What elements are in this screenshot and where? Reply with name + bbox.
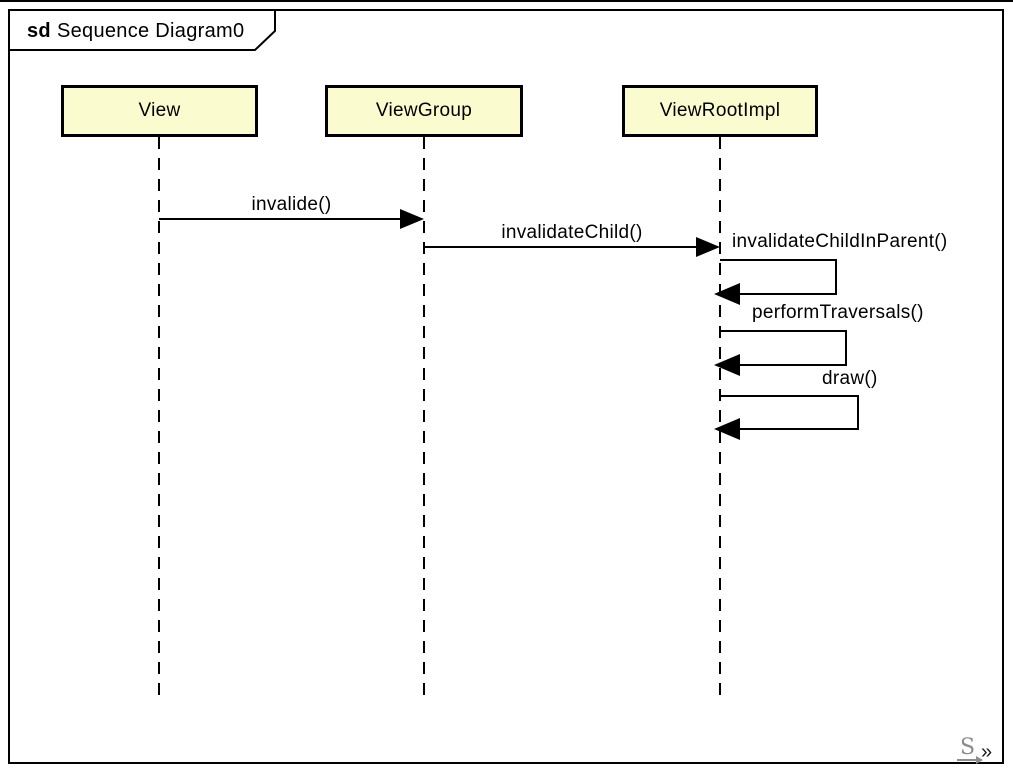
- watermark-chevrons: »: [981, 741, 993, 763]
- lifeline-view: [158, 137, 160, 700]
- message-label-invalidatechild: invalidateChild(): [501, 222, 643, 243]
- message-line-invalide: [159, 218, 405, 220]
- frame-title: Sequence Diagram0: [56, 20, 245, 42]
- lifeline-name-viewrootimpl: ViewRootImpl: [659, 100, 781, 121]
- frame-keyword: sd: [27, 20, 51, 42]
- lifeline-name-view: View: [138, 100, 181, 121]
- arrowhead-right-icon: [696, 237, 720, 257]
- lifeline-head-viewgroup: ViewGroup: [325, 85, 523, 137]
- message-line-invalidatechild: [424, 246, 696, 248]
- lifeline-name-viewgroup: ViewGroup: [375, 100, 473, 121]
- arrowhead-right-icon: [400, 209, 424, 229]
- lifeline-head-view: View: [61, 85, 258, 137]
- lifeline-head-viewrootimpl: ViewRootImpl: [622, 85, 818, 137]
- self-message-loop: [720, 330, 847, 366]
- window-bottom-edge: [0, 0, 1013, 2]
- frame-label-pentagon: [8, 9, 276, 51]
- message-label-performtraversals: performTraversals(): [752, 302, 924, 323]
- message-label-invalide: invalide(): [251, 194, 332, 215]
- self-message-loop: [720, 259, 837, 295]
- watermark-letter: S: [960, 735, 976, 760]
- sequence-frame-border: [8, 9, 1004, 764]
- arrowhead-left-icon: [714, 418, 740, 440]
- watermark-arrow-icon: [957, 756, 983, 764]
- lifeline-viewgroup: [423, 137, 425, 700]
- message-label-draw: draw(): [822, 368, 878, 389]
- message-label-invalidatechildinparent: invalidateChildInParent(): [732, 231, 948, 252]
- arrowhead-left-icon: [714, 354, 740, 376]
- arrowhead-left-icon: [714, 283, 740, 305]
- self-message-loop: [720, 395, 859, 430]
